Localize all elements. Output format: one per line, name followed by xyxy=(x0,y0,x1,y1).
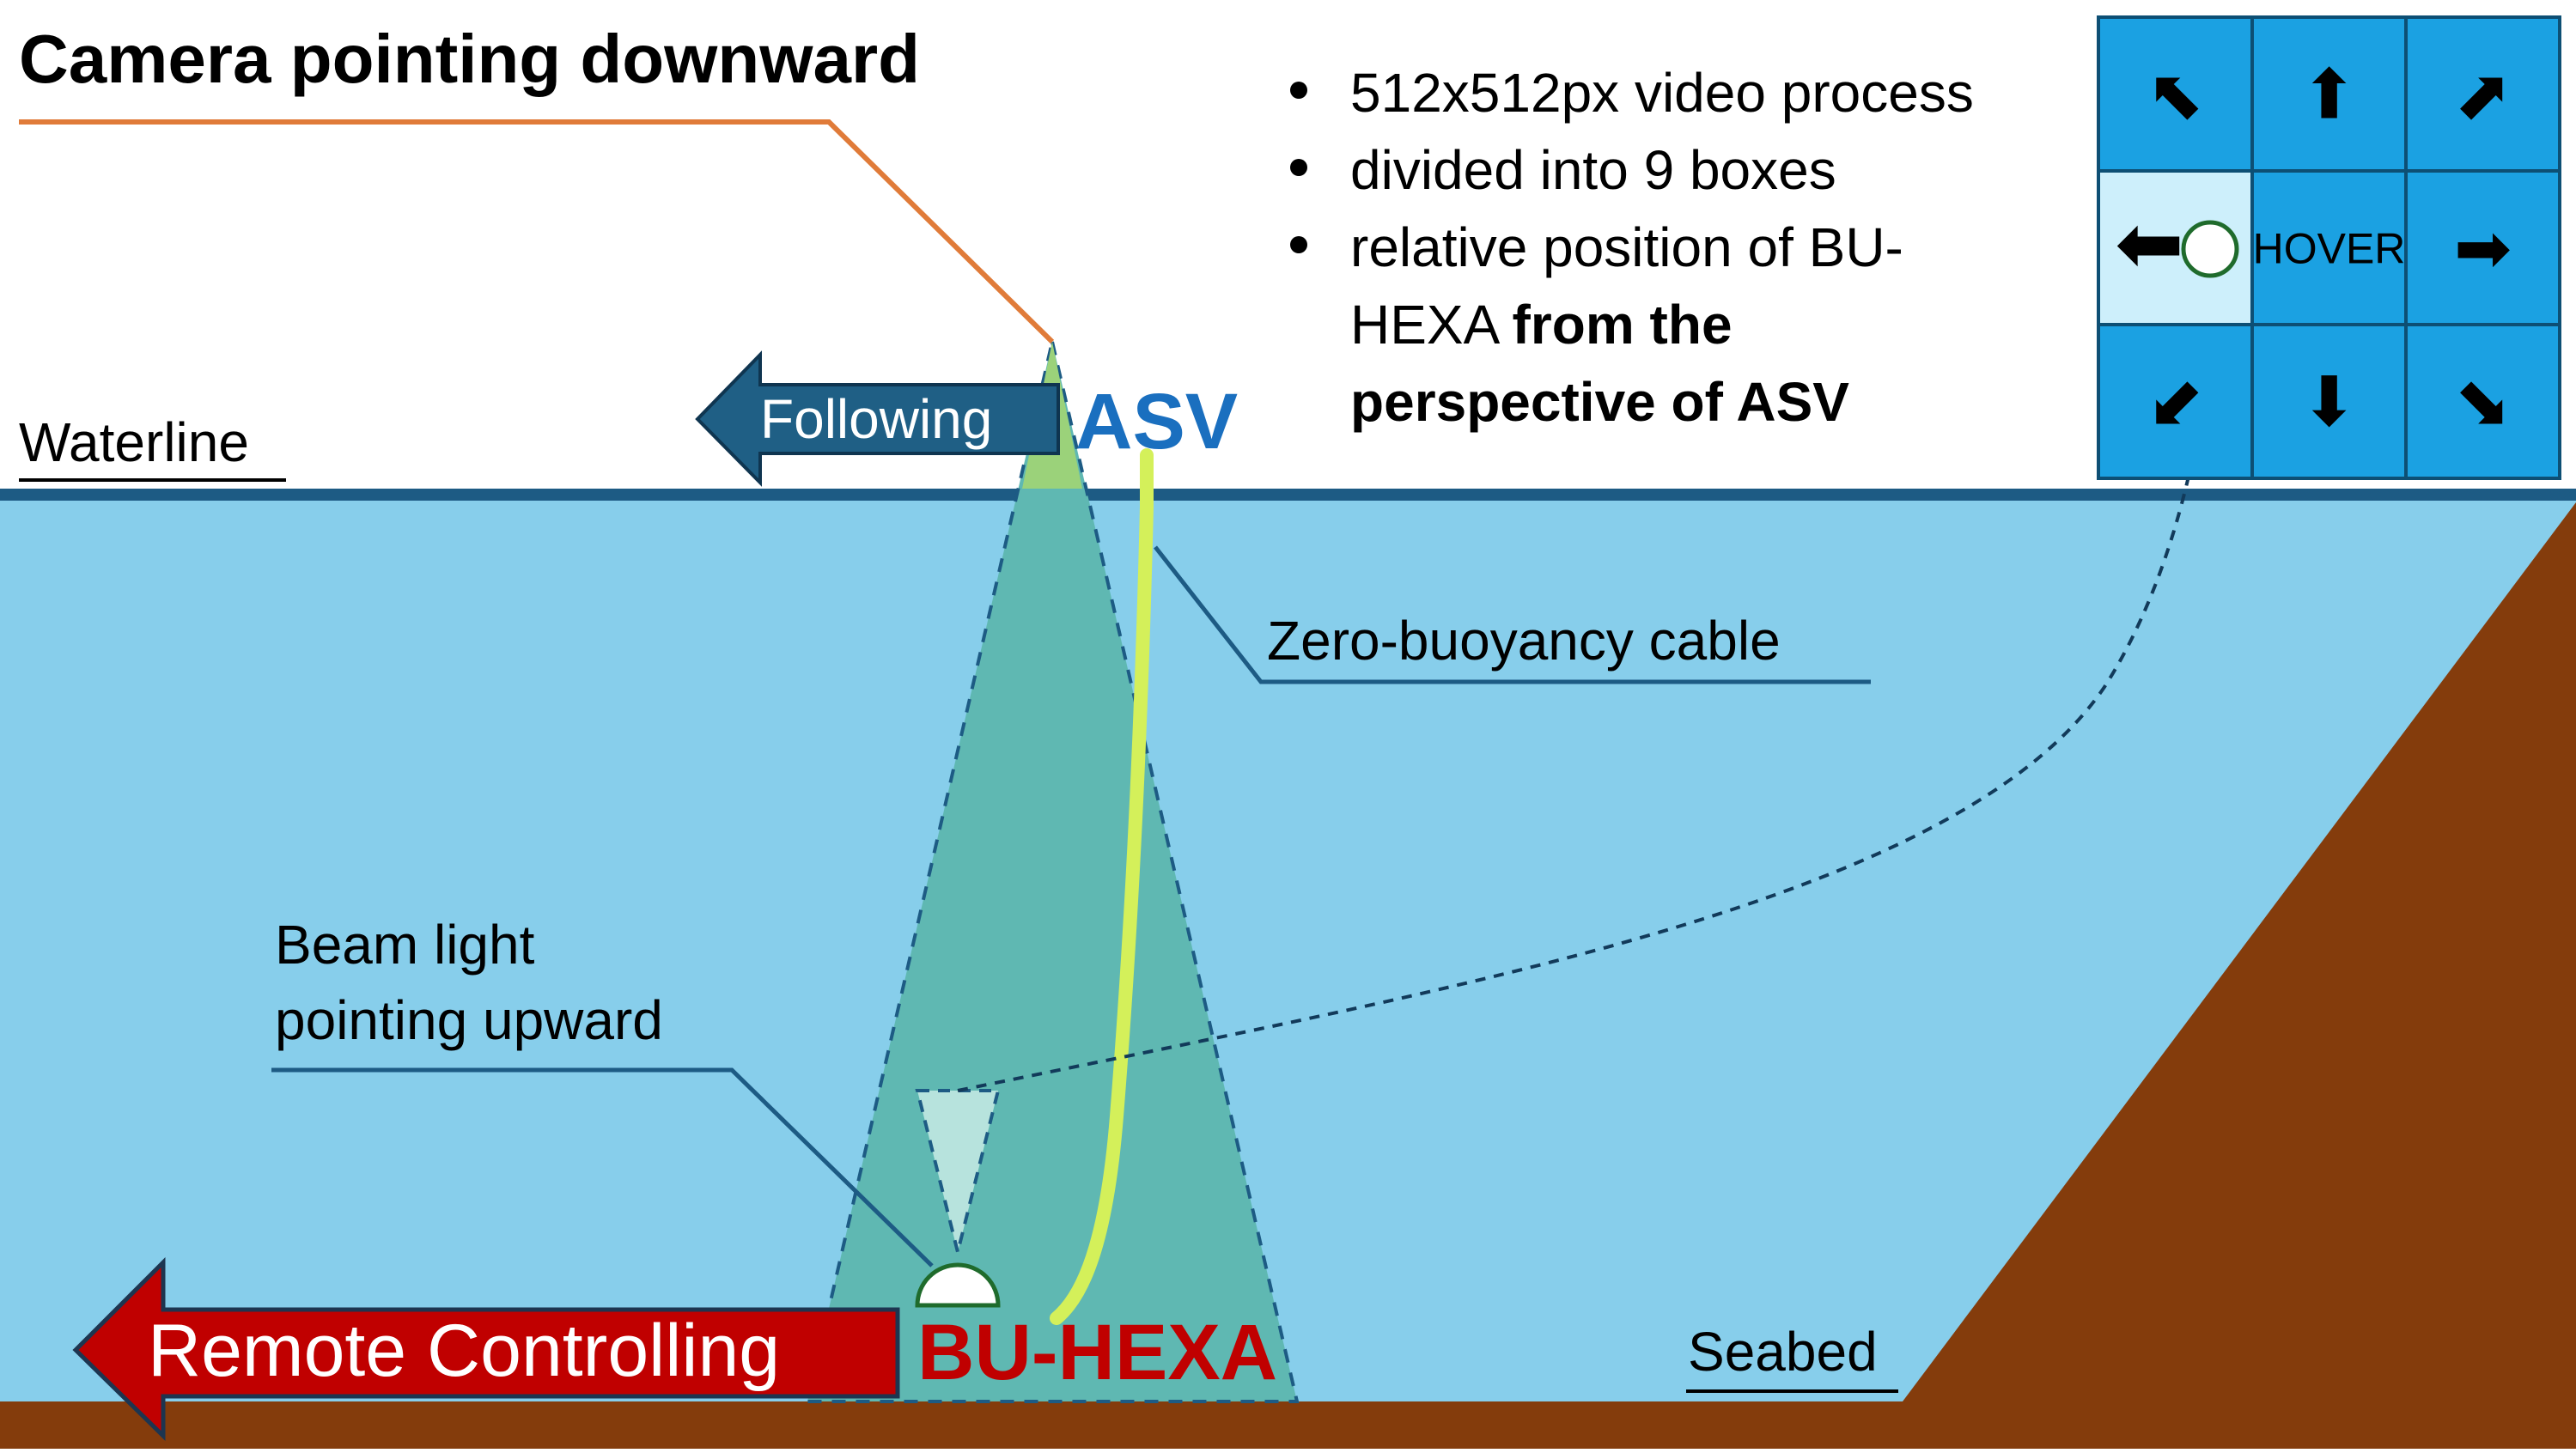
arrow-up-left-icon: ⬉ xyxy=(2147,57,2204,133)
bullet-dot xyxy=(1290,82,1307,99)
cable-label: Zero-buoyancy cable xyxy=(1267,610,1781,672)
waterline-label: Waterline xyxy=(19,411,249,473)
bullet-line2-bold: from the xyxy=(1513,294,1733,356)
grid-cell-hover xyxy=(2250,169,2408,326)
bu-hexa-position-marker xyxy=(2181,220,2239,278)
grid-cell-down-right xyxy=(2404,323,2561,480)
following-arrow xyxy=(695,350,1060,487)
bullet-dot xyxy=(1290,236,1307,253)
title-leader-line xyxy=(19,119,1055,344)
bullet-nine-boxes: divided into 9 boxes xyxy=(1350,139,1836,201)
arrow-down-right-icon: ⬊ xyxy=(2454,364,2512,441)
bullet-dot xyxy=(1290,159,1307,176)
beam-light-label-line2: pointing upward xyxy=(275,989,663,1051)
bullet-video-process: 512x512px video process xyxy=(1350,62,1974,124)
beam-light-label-line1: Beam light xyxy=(275,914,535,976)
arrow-left-icon: ⬅ xyxy=(2115,198,2183,290)
direction-grid: ⬉ ⬆ ⬈ ⬅ HOVER ➡ ⬋ ⬇ ⬊ xyxy=(2097,15,2561,480)
bu-hexa-dome xyxy=(915,1262,1001,1308)
arrow-up-icon: ⬆ xyxy=(2300,57,2358,133)
arrow-down-left-icon: ⬋ xyxy=(2147,364,2204,441)
bullet-relative-position-line1: relative position of BU- xyxy=(1350,216,1903,278)
arrow-up-right-icon: ⬈ xyxy=(2454,57,2512,133)
waterline-bar xyxy=(0,489,2576,501)
beam-light-leader-line xyxy=(271,1067,934,1268)
seabed-label: Seabed xyxy=(1688,1321,1878,1383)
zero-buoyancy-cable xyxy=(1050,448,1154,1325)
bullet-relative-position-line2: HEXA from the xyxy=(1350,294,1733,356)
bu-hexa-label: BU-HEXA xyxy=(917,1309,1277,1396)
grid-cell-down xyxy=(2250,323,2408,480)
seabed-slope xyxy=(1903,502,2576,1401)
cable-leader-line xyxy=(1154,545,1871,684)
hover-label: HOVER xyxy=(2253,225,2406,273)
bullet-relative-position-line3: perspective of ASV xyxy=(1350,371,1849,433)
bullet-line2-normal: HEXA xyxy=(1350,294,1513,356)
beam-light-cone xyxy=(915,1089,1001,1253)
following-label: Following xyxy=(760,388,992,450)
remote-controlling-arrow xyxy=(72,1256,900,1441)
title-camera-pointing-downward: Camera pointing downward xyxy=(19,21,920,97)
grid-cell-up-right xyxy=(2404,15,2561,173)
remote-controlling-label: Remote Controlling xyxy=(148,1310,780,1392)
arrow-down-icon: ⬇ xyxy=(2300,364,2358,441)
arrow-right-icon: ➡ xyxy=(2454,210,2512,287)
asv-label: ASV xyxy=(1075,378,1238,465)
seabed-floor xyxy=(0,1401,2576,1449)
